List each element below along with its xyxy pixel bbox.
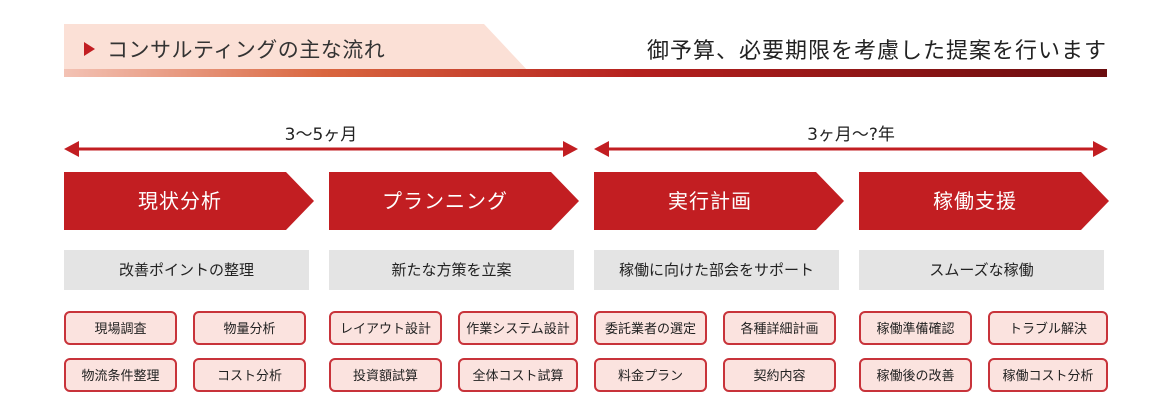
header-underline bbox=[64, 69, 1107, 77]
phase-step-3: 実行計画 bbox=[594, 172, 844, 230]
task-box: 現場調査 bbox=[64, 311, 177, 345]
task-box: 各種詳細計画 bbox=[723, 311, 836, 345]
task-box: 稼働コスト分析 bbox=[988, 358, 1108, 392]
phase-label: 実行計画 bbox=[668, 189, 752, 213]
duration-label-1: 3〜5ヶ月 bbox=[284, 125, 358, 145]
page-tagline: 御予算、必要期限を考慮した提案を行います bbox=[646, 39, 1107, 64]
chevron-arrow-icon bbox=[64, 172, 314, 230]
task-box: 作業システム設計 bbox=[458, 311, 578, 345]
header-banner bbox=[64, 24, 529, 72]
task-box: 全体コスト試算 bbox=[458, 358, 578, 392]
phase-goal-3: 稼働に向けた部会をサポート bbox=[594, 250, 839, 290]
task-box: 契約内容 bbox=[723, 358, 836, 392]
page-title: コンサルティングの主な流れ bbox=[84, 34, 385, 64]
chevron-arrow-icon bbox=[594, 172, 844, 230]
page-title-text: コンサルティングの主な流れ bbox=[107, 38, 386, 62]
task-box: 稼働後の改善 bbox=[859, 358, 972, 392]
phase-step-4: 稼働支援 bbox=[859, 172, 1109, 230]
phase-label: 稼働支援 bbox=[933, 189, 1017, 213]
phase-step-1: 現状分析 bbox=[64, 172, 314, 230]
task-box: 物流条件整理 bbox=[64, 358, 177, 392]
double-arrow-icon bbox=[64, 141, 578, 157]
phase-step-2: プランニング bbox=[329, 172, 579, 230]
task-box: 投資額試算 bbox=[329, 358, 442, 392]
double-arrow-icon bbox=[594, 141, 1108, 157]
task-box: レイアウト設計 bbox=[329, 311, 442, 345]
task-box: 稼働準備確認 bbox=[859, 311, 972, 345]
phase-goal-2: 新たな方策を立案 bbox=[329, 250, 574, 290]
phase-goal-1: 改善ポイントの整理 bbox=[64, 250, 309, 290]
phase-label: 現状分析 bbox=[138, 189, 222, 213]
task-box: 委託業者の選定 bbox=[594, 311, 707, 345]
task-box: トラブル解決 bbox=[988, 311, 1108, 345]
chevron-arrow-icon bbox=[329, 172, 579, 230]
chevron-arrow-icon bbox=[859, 172, 1109, 230]
task-box: 料金プラン bbox=[594, 358, 707, 392]
phase-goal-4: スムーズな稼働 bbox=[859, 250, 1104, 290]
task-box: 物量分析 bbox=[193, 311, 306, 345]
triangle-bullet-icon bbox=[84, 42, 95, 56]
phase-label: プランニング bbox=[382, 189, 508, 213]
task-box: コスト分析 bbox=[193, 358, 306, 392]
duration-label-2: 3ヶ月〜?年 bbox=[807, 125, 895, 145]
